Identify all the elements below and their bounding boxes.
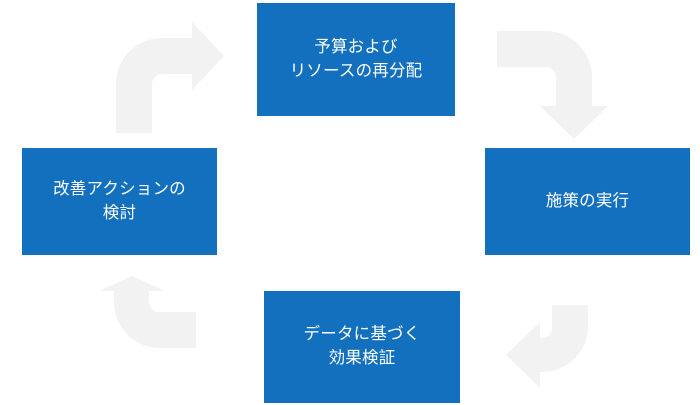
cycle-node-label: 改善アクションの 検討 <box>53 179 186 222</box>
cycle-node-improvement-action-review[interactable]: 改善アクションの 検討 <box>22 148 217 255</box>
cycle-node-measure-execution[interactable]: 施策の実行 <box>485 148 690 255</box>
cycle-node-label: 予算および リソースの再分配 <box>289 37 423 80</box>
arrow-top-to-right-icon <box>497 31 608 139</box>
arrow-bottom-to-left-icon <box>99 276 196 348</box>
cycle-node-budget-resource-reallocation[interactable]: 予算および リソースの再分配 <box>257 3 455 116</box>
arrow-right-to-bottom-icon <box>506 305 588 388</box>
cycle-node-label: 施策の実行 <box>545 191 630 210</box>
cycle-node-data-driven-effect-verification[interactable]: データに基づく 効果検証 <box>264 291 460 403</box>
cycle-node-label: データに基づく 効果検証 <box>303 325 421 367</box>
arrow-left-to-top-icon <box>116 22 224 133</box>
